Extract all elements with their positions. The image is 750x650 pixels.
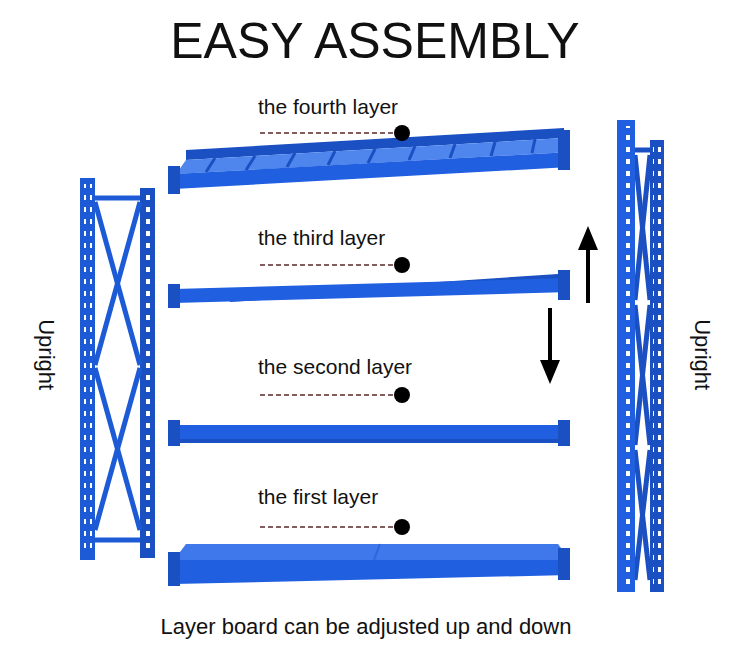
first-shelf bbox=[168, 544, 570, 586]
leader-lines bbox=[260, 133, 394, 527]
left-upright bbox=[80, 178, 155, 560]
upright-label: Upright bbox=[33, 320, 58, 391]
layer-label: the fourth layer bbox=[258, 95, 398, 119]
leader-dots bbox=[394, 125, 410, 535]
upright-label: Upright bbox=[689, 320, 714, 391]
caption: Layer board can be adjusted up and down bbox=[161, 614, 572, 639]
layer-label: the first layer bbox=[258, 485, 378, 509]
fourth-shelf bbox=[168, 128, 570, 194]
third-shelf bbox=[168, 270, 570, 308]
second-shelf bbox=[168, 420, 570, 446]
title: EASY ASSEMBLY bbox=[170, 13, 579, 71]
layer-label: the second layer bbox=[258, 355, 412, 379]
adjust-arrows bbox=[540, 226, 598, 384]
right-upright bbox=[617, 120, 664, 592]
layer-label: the third layer bbox=[258, 226, 385, 250]
